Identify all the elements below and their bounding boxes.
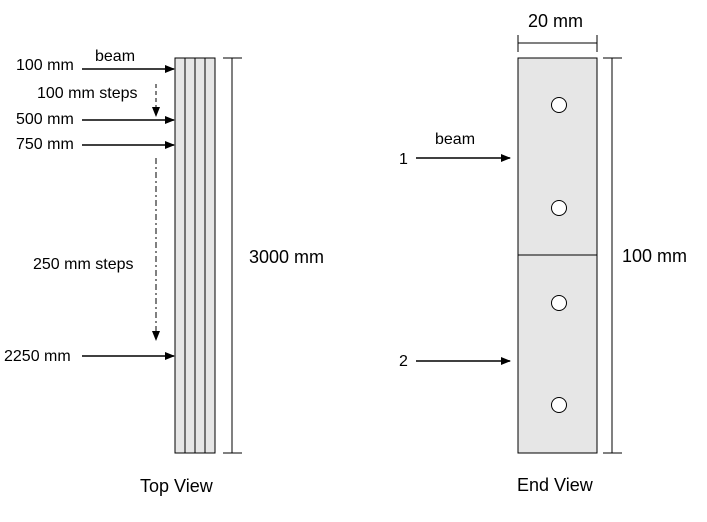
- end-beam-label: beam: [435, 131, 475, 148]
- width-label: 20 mm: [528, 11, 583, 31]
- top-view: 3000 mm 100 mm beam 100 mm steps 500 mm …: [4, 48, 324, 496]
- height-label: 100 mm: [622, 246, 687, 266]
- hole: [551, 97, 567, 113]
- end-view-caption: End View: [517, 475, 594, 495]
- position-label-2250: 2250 mm: [4, 348, 71, 365]
- upper-block: [517, 57, 598, 256]
- hole: [551, 295, 567, 311]
- step-label-100: 100 mm steps: [37, 85, 137, 102]
- lower-block: [517, 254, 598, 454]
- beam-number-2: 2: [399, 353, 408, 370]
- length-label: 3000 mm: [249, 247, 324, 267]
- length-dimension: 3000 mm: [223, 57, 324, 454]
- position-label-750: 750 mm: [16, 136, 74, 153]
- position-label-500: 500 mm: [16, 111, 74, 128]
- width-dimension: 20 mm: [517, 11, 598, 52]
- hole: [551, 397, 567, 413]
- end-view: 20 mm 100 mm beam 1 2 End View: [399, 11, 687, 495]
- top-beam-label: beam: [95, 48, 135, 65]
- position-label-100: 100 mm: [16, 57, 74, 74]
- top-view-plates: [174, 57, 216, 454]
- hole: [551, 200, 567, 216]
- top-view-caption: Top View: [140, 476, 214, 496]
- beam-number-1: 1: [399, 151, 408, 168]
- height-dimension: 100 mm: [603, 57, 687, 454]
- step-label-250: 250 mm steps: [33, 256, 133, 273]
